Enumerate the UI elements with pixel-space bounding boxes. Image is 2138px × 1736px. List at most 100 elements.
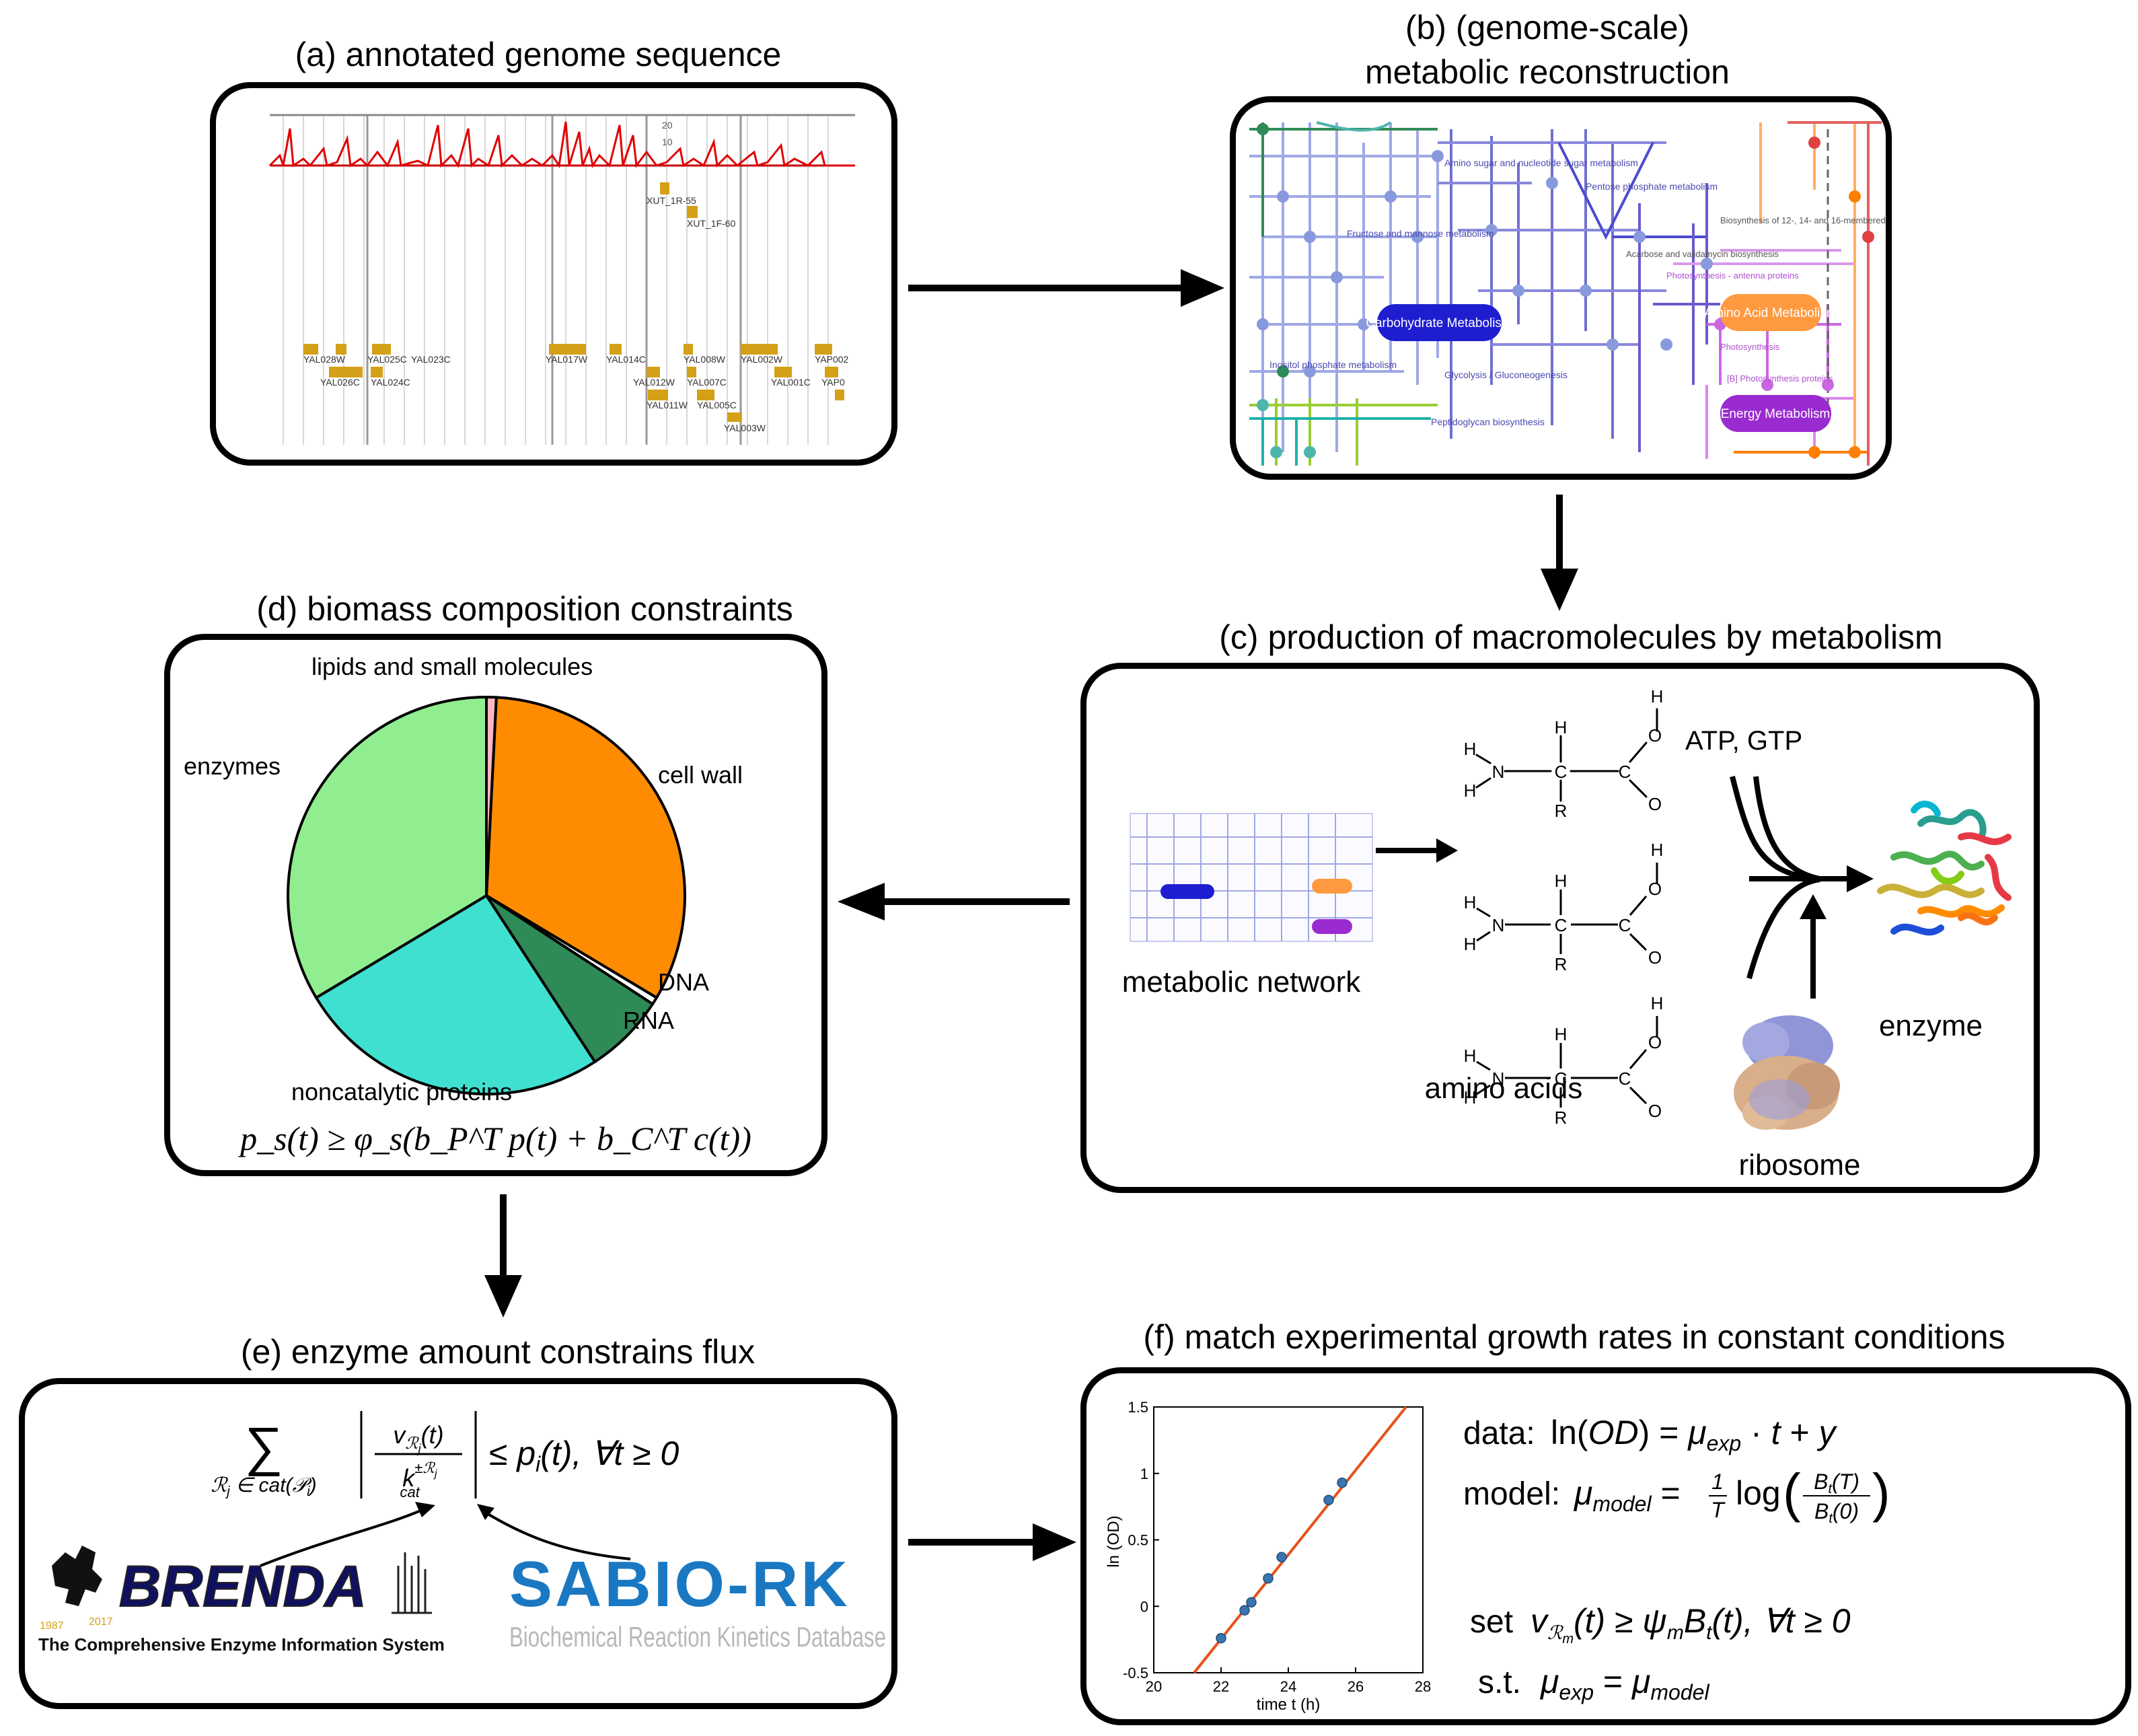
feature-label: YAL026C — [320, 377, 360, 388]
panel-d: lipids and small molecules enzymes cell … — [164, 634, 827, 1176]
svg-text:N: N — [1492, 915, 1505, 935]
pie-slice — [484, 696, 686, 1000]
feature-label: YAL003W — [724, 423, 766, 433]
pie-label-rna: RNA — [623, 1007, 674, 1034]
y-tick-label: 1.5 — [1128, 1399, 1148, 1416]
growth-equations: data: ln(OD) = μexp · t + y model: μmode… — [1463, 1414, 1890, 1704]
pie-label-dna: DNA — [658, 968, 709, 996]
arrow-b-to-c — [1541, 569, 1578, 611]
energy-metabolism-label: Energy Metabolism — [1721, 407, 1831, 421]
arrow-e-to-f — [1033, 1523, 1076, 1561]
enzyme-label: enzyme — [1879, 1009, 1983, 1042]
arrow-a-to-b — [1181, 269, 1224, 307]
feature-label: XUT_1R-55 — [647, 195, 696, 206]
panel-b-title-line1: (b) (genome-scale) — [1405, 9, 1690, 46]
x-tick-label: 26 — [1348, 1678, 1364, 1695]
sabio-rk-tagline: Biochemical Reaction Kinetics Database — [509, 1621, 886, 1653]
svg-text:C: C — [1619, 1069, 1631, 1089]
track-scale-10: 10 — [662, 137, 673, 147]
set-label: set — [1470, 1604, 1513, 1640]
pie-label-cell-wall: cell wall — [658, 761, 743, 789]
svg-text:R: R — [1555, 954, 1568, 974]
svg-text:H: H — [1464, 934, 1477, 954]
svg-text:H: H — [1555, 1024, 1568, 1044]
map-label: Inositol phosphate metabolism — [1269, 359, 1397, 370]
metabolic-map: Amino sugar and nucleotide sugar metabol… — [1249, 121, 1886, 466]
arrow-d-to-e — [484, 1275, 522, 1317]
pie-slice — [485, 695, 498, 896]
feature-label: YAL008W — [684, 354, 726, 365]
svg-text:C: C — [1555, 1069, 1568, 1089]
fit-line — [1193, 1406, 1407, 1674]
panel-b: Amino sugar and nucleotide sugar metabol… — [1230, 96, 1892, 480]
data-point — [1323, 1494, 1334, 1505]
svg-text:H: H — [1464, 892, 1477, 912]
pie-slice — [314, 894, 597, 1095]
track-scale-20: 20 — [662, 120, 673, 131]
svg-text:ℛj ∈ cat(𝒫i): ℛj ∈ cat(𝒫i) — [211, 1474, 316, 1499]
map-label: Glycolysis / Gluconeogenesis — [1444, 369, 1568, 380]
panel-d-title: (d) biomass composition constraints — [256, 590, 793, 628]
feature-label: YAL011W — [647, 400, 688, 410]
pie-slice — [287, 695, 488, 1000]
amino-acids-label: amino acids — [1425, 1072, 1583, 1105]
amino-acid-structure: HH NH CR CO OH — [1464, 993, 1664, 1128]
x-tick-label: 22 — [1213, 1678, 1229, 1695]
x-axis-label: time t (h) — [1257, 1696, 1321, 1714]
amino-acid-structure: HH NH CR CO OH — [1464, 840, 1664, 974]
brenda-lion-icon — [52, 1546, 102, 1606]
svg-text:1: 1 — [1711, 1470, 1724, 1494]
svg-text:O: O — [1648, 794, 1662, 814]
svg-text:): ) — [1872, 1463, 1890, 1523]
gene-features — [303, 182, 844, 422]
map-label: Photosynthesis — [1720, 342, 1780, 352]
y-tick-label: 1 — [1140, 1466, 1148, 1482]
data-point — [1337, 1477, 1348, 1488]
biomass-pie-chart: lipids and small molecules enzymes cell … — [184, 653, 751, 1157]
metabolic-network-label: metabolic network — [1122, 966, 1362, 999]
brenda-years-start: 1987 — [40, 1620, 64, 1632]
map-label: Peptidoglycan biosynthesis — [1431, 417, 1545, 427]
svg-text:H: H — [1464, 739, 1477, 759]
brenda-years-end: 2017 — [89, 1616, 113, 1628]
carbohydrate-metabolism-label: Carbohydrate Metabolism — [1366, 316, 1512, 330]
svg-text:Bt(T): Bt(T) — [1814, 1470, 1859, 1496]
arrow-c-to-d — [838, 883, 885, 920]
feature-label: YAL023C — [411, 354, 451, 365]
svg-text:H: H — [1464, 1046, 1477, 1066]
panel-b-title-line2: metabolic reconstruction — [1365, 53, 1730, 91]
svg-text:≤ pi(t), ∀t ≥ 0: ≤ pi(t), ∀t ≥ 0 — [489, 1435, 679, 1476]
enzyme-icon — [1877, 801, 2012, 936]
set-equation: vℛm(t) ≥ ψmBt(t), ∀t ≥ 0 — [1531, 1602, 1851, 1647]
svg-text:vℛj(t): vℛj(t) — [393, 1421, 443, 1455]
feature-label: YAL028W — [303, 354, 346, 365]
model-label: model: — [1463, 1476, 1560, 1512]
mini-metabolic-network — [1130, 813, 1373, 942]
panel-e-title: (e) enzyme amount constrains flux — [240, 1333, 755, 1371]
brenda-name: BRENDA — [119, 1554, 367, 1619]
svg-text:H: H — [1555, 717, 1568, 737]
feature-label: YAL001C — [771, 377, 811, 388]
svg-text:C: C — [1619, 915, 1631, 935]
svg-text:H: H — [1464, 1087, 1477, 1108]
amino-acid-metabolism-label: Amino Acid Metabolism — [1704, 306, 1837, 320]
brenda-tagline: The Comprehensive Enzyme Information Sys… — [38, 1634, 445, 1655]
data-point — [1263, 1573, 1274, 1584]
x-tick-label: 28 — [1415, 1678, 1431, 1695]
svg-text:μmodel =: μmodel = — [1573, 1474, 1681, 1516]
svg-text:R: R — [1555, 801, 1568, 821]
x-tick-label: 24 — [1280, 1678, 1296, 1695]
map-label: Photosynthesis - antenna proteins — [1666, 270, 1799, 281]
sabio-rk-logo: SABIO-RK Biochemical Reaction Kinetics D… — [509, 1548, 886, 1653]
svg-text:Bt(0): Bt(0) — [1814, 1499, 1859, 1526]
svg-text:N: N — [1492, 762, 1505, 782]
map-label: Acarbose and validamycin biosynthesis — [1626, 249, 1779, 259]
pie-label-noncatalytic: noncatalytic proteins — [291, 1078, 512, 1106]
pie-label-lipids: lipids and small molecules — [311, 653, 593, 680]
data-label: data: — [1463, 1416, 1535, 1451]
